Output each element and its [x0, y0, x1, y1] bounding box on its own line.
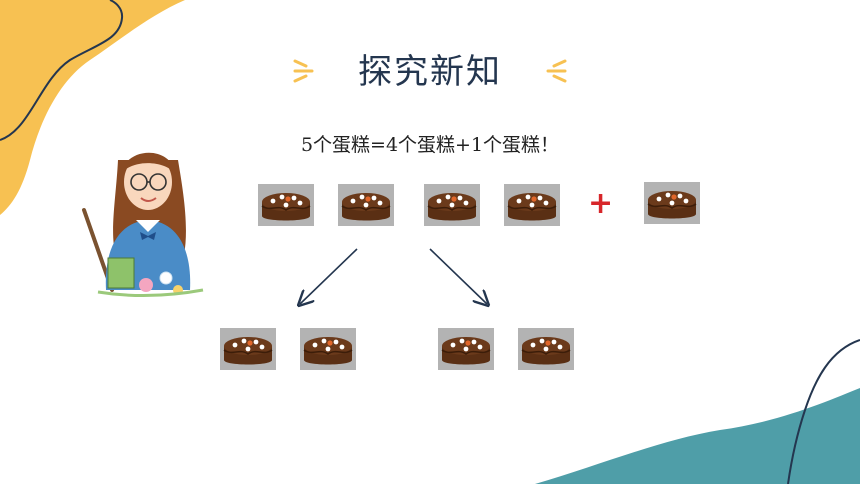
cake-top-1	[258, 184, 314, 226]
flower-1	[139, 278, 153, 292]
bottom-right-teal-blob	[535, 388, 860, 484]
collar	[136, 220, 160, 232]
sparkle-lines-icon	[293, 59, 314, 83]
plus-sign: +	[588, 186, 614, 221]
equation-text: 5个蛋糕=4个蛋糕+1个蛋糕！	[300, 134, 560, 156]
sparkle-lines-icon	[546, 59, 567, 83]
cake-bottom-3	[438, 328, 494, 370]
cake-top-4	[504, 184, 560, 226]
cake-top-3	[424, 184, 480, 226]
cake-bottom-2	[300, 328, 356, 370]
cake-top-2	[338, 184, 394, 226]
book	[107, 257, 135, 289]
cake-bottom-4	[518, 328, 574, 370]
title-decoration-right	[546, 59, 567, 83]
title-decoration-left	[293, 59, 314, 83]
hair-top	[122, 152, 176, 174]
cake-top-5	[644, 182, 700, 224]
teacher-illustration	[82, 152, 204, 298]
top-left-yellow-blob	[0, 0, 185, 215]
page-title: 探究新知	[358, 52, 502, 92]
top-left-navy-curve	[0, 0, 124, 141]
flower-2	[159, 271, 173, 285]
bow	[140, 232, 156, 240]
cake-bottom-1	[220, 328, 276, 370]
bottom-right-navy-curve	[787, 339, 860, 484]
